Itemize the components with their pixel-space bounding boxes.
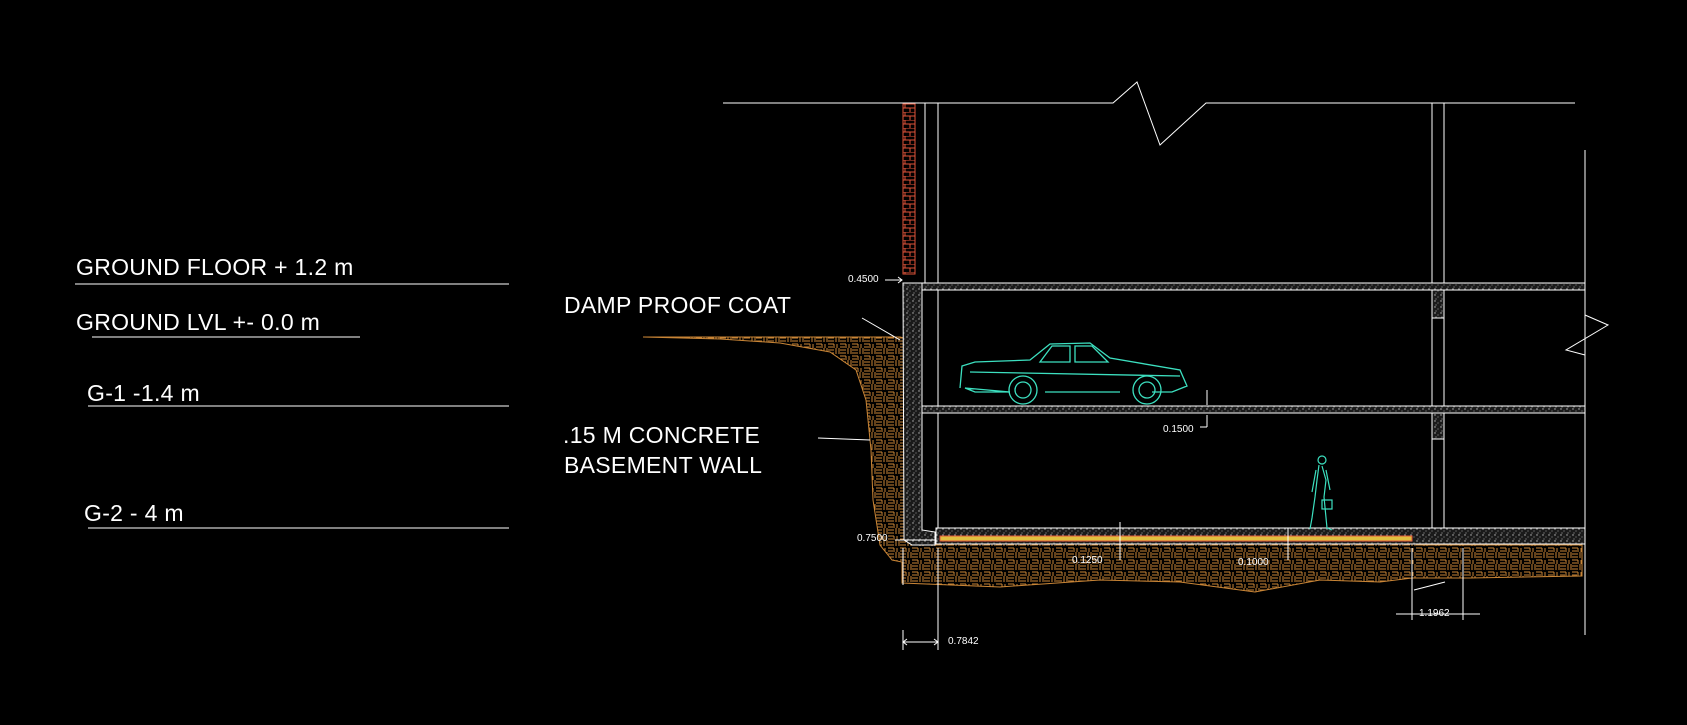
top-break-line	[723, 81, 1575, 146]
dim-11962: 1.1962	[1419, 608, 1450, 619]
dimension-marks	[885, 276, 1480, 650]
dim-0450: 0.4500	[848, 274, 879, 285]
right-break-symbol	[1564, 314, 1610, 356]
slab-g1	[921, 405, 1586, 414]
beam-1	[1431, 289, 1445, 319]
dim-0125: 0.1250	[1072, 555, 1103, 566]
ground-lvl-label: GROUND LVL +- 0.0 m	[76, 309, 321, 335]
g1-label: G-1 -1.4 m	[87, 380, 200, 406]
dpc-leader	[861, 317, 901, 341]
person-icon	[1309, 455, 1333, 531]
dim-0100: 0.1000	[1238, 557, 1269, 568]
concrete-wall	[902, 282, 936, 546]
concrete-wall-label-1: .15 M CONCRETE	[563, 422, 761, 448]
wall-leader	[817, 437, 871, 441]
slab-base-soil	[938, 544, 1422, 574]
damp-proof-label: DAMP PROOF COAT	[564, 292, 792, 318]
beam-2	[1431, 412, 1445, 440]
car-icon	[959, 342, 1188, 405]
slab-ground-floor	[921, 282, 1586, 291]
brick-wall	[902, 103, 916, 275]
dim-0750: 0.7500	[857, 533, 888, 544]
concrete-wall-label-2: BASEMENT WALL	[564, 452, 763, 478]
g2-label: G-2 - 4 m	[84, 500, 184, 526]
ground-floor-label: GROUND FLOOR + 1.2 m	[76, 254, 354, 280]
dim-07842: 0.7842	[948, 636, 979, 647]
damp-proof-layer	[939, 535, 1413, 542]
dim-0150: 0.1500	[1163, 424, 1194, 435]
